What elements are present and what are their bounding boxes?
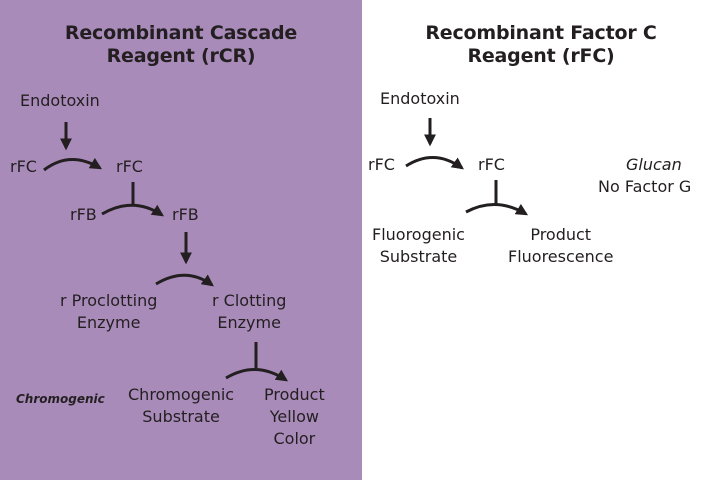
rcr-product-line1: Product — [264, 385, 325, 404]
rcr-substrate-line1: Chromogenic — [128, 385, 235, 404]
rcr-rfc-activated-label: rFC — [116, 157, 143, 176]
rcr-substrate-line2: Substrate — [142, 407, 220, 426]
rfc-rfc-activation-arrow — [405, 156, 464, 170]
rcr-clotting-activation-arrow — [155, 273, 214, 287]
rfc-title-line1: Recombinant Factor C — [425, 22, 657, 44]
rcr-chromogenic-tag: Chromogenic — [16, 392, 105, 406]
rcr-product-formation-arrow — [225, 368, 288, 382]
rfc-product-line2: Fluorescence — [508, 247, 614, 266]
rfc-title-line2: Reagent (rFC) — [467, 45, 615, 67]
rcr-title-line1: Recombinant Cascade — [64, 22, 298, 44]
rcr-endotoxin-label: Endotoxin — [20, 91, 100, 110]
rcr-proclotting-line2: Enzyme — [76, 313, 141, 332]
rcr-rfc-input-label: rFC — [10, 157, 37, 176]
rcr-rfb-activation-arrow — [101, 203, 165, 217]
rfc-rfc-input-label: rFC — [368, 155, 395, 174]
rcr-title-line2: Reagent (rCR) — [106, 45, 256, 67]
rfc-substrate-line2: Substrate — [379, 247, 458, 266]
rcr-rfb-activated-label: rFB — [172, 205, 199, 224]
rfc-panel — [362, 0, 720, 480]
rcr-title: Recombinant Cascade Reagent (rCR) — [0, 22, 362, 68]
rcr-product-line3: Color — [273, 429, 316, 448]
rfc-product-line1: Product — [530, 225, 592, 244]
rfc-product-label: Product Fluorescence — [508, 224, 613, 268]
rcr-clotting-line1: r Clotting — [212, 291, 287, 310]
rfc-fluorogenic-substrate-label: Fluorogenic Substrate — [372, 224, 465, 268]
rfc-title: Recombinant Factor C Reagent (rFC) — [362, 22, 720, 68]
no-factor-g-label: No Factor G — [598, 177, 692, 196]
rcr-proclotting-line1: r Proclotting — [60, 291, 158, 310]
rcr-proclotting-enzyme-label: r Proclotting Enzyme — [60, 290, 157, 334]
rfc-substrate-line1: Fluorogenic — [372, 225, 465, 244]
glucan-label: Glucan — [626, 155, 682, 174]
rfc-endotoxin-label: Endotoxin — [380, 89, 460, 108]
rcr-rfb-input-label: rFB — [70, 205, 97, 224]
rcr-chromogenic-substrate-label: Chromogenic Substrate — [128, 384, 234, 428]
rcr-product-label: Product Yellow Color — [264, 384, 325, 450]
rcr-product-line2: Yellow — [269, 407, 319, 426]
rfc-rfc-activated-label: rFC — [478, 155, 505, 174]
rcr-panel — [0, 0, 362, 480]
rcr-clotting-line2: Enzyme — [217, 313, 281, 332]
rcr-clotting-enzyme-label: r Clotting Enzyme — [212, 290, 286, 334]
rfc-product-formation-arrow — [465, 202, 529, 216]
rcr-rfc-activation-arrow — [43, 157, 103, 172]
